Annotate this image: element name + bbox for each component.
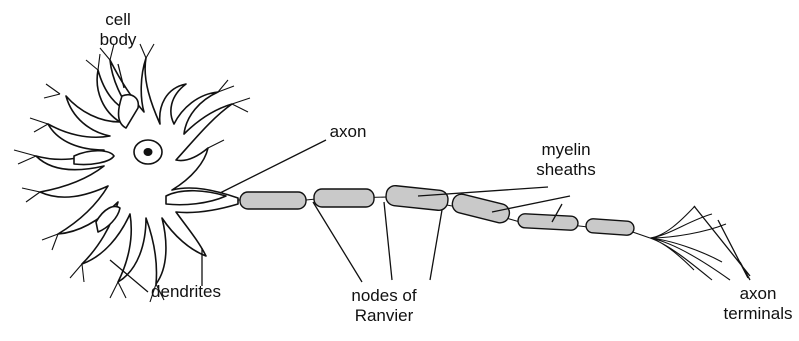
label-cell-body-line1: cell	[88, 10, 148, 30]
label-myelin-line2: sheaths	[526, 160, 606, 180]
label-axon-terminals: axon terminals	[718, 284, 798, 324]
nucleolus	[144, 148, 153, 156]
axon-terminals	[650, 206, 730, 280]
label-dendrites-text: dendrites	[136, 282, 236, 302]
myelin-sheath	[450, 192, 511, 224]
cell-body-shape	[14, 44, 250, 302]
label-nodes-line2: Ranvier	[334, 306, 434, 326]
label-cell-body-line2: body	[88, 30, 148, 50]
label-nodes-of-ranvier: nodes of Ranvier	[334, 286, 434, 326]
label-dendrites: dendrites	[136, 282, 236, 302]
label-myelin-sheaths: myelin sheaths	[526, 140, 606, 180]
myelin-sheath	[385, 185, 449, 211]
nodes-pointer	[313, 202, 442, 282]
label-axon-text: axon	[318, 122, 378, 142]
myelin-sheath	[240, 192, 306, 209]
label-cell-body: cell body	[88, 10, 148, 50]
label-terminals-line2: terminals	[718, 304, 798, 324]
myelin-sheath	[586, 218, 635, 235]
label-myelin-line1: myelin	[526, 140, 606, 160]
label-axon: axon	[318, 122, 378, 142]
myelin-sheath	[314, 189, 374, 207]
label-nodes-line1: nodes of	[334, 286, 434, 306]
axon-pointer	[220, 140, 326, 193]
myelin-sheaths	[240, 185, 634, 236]
myelin-sheath	[518, 213, 579, 230]
label-terminals-line1: axon	[718, 284, 798, 304]
terminals-pointer	[694, 206, 750, 280]
